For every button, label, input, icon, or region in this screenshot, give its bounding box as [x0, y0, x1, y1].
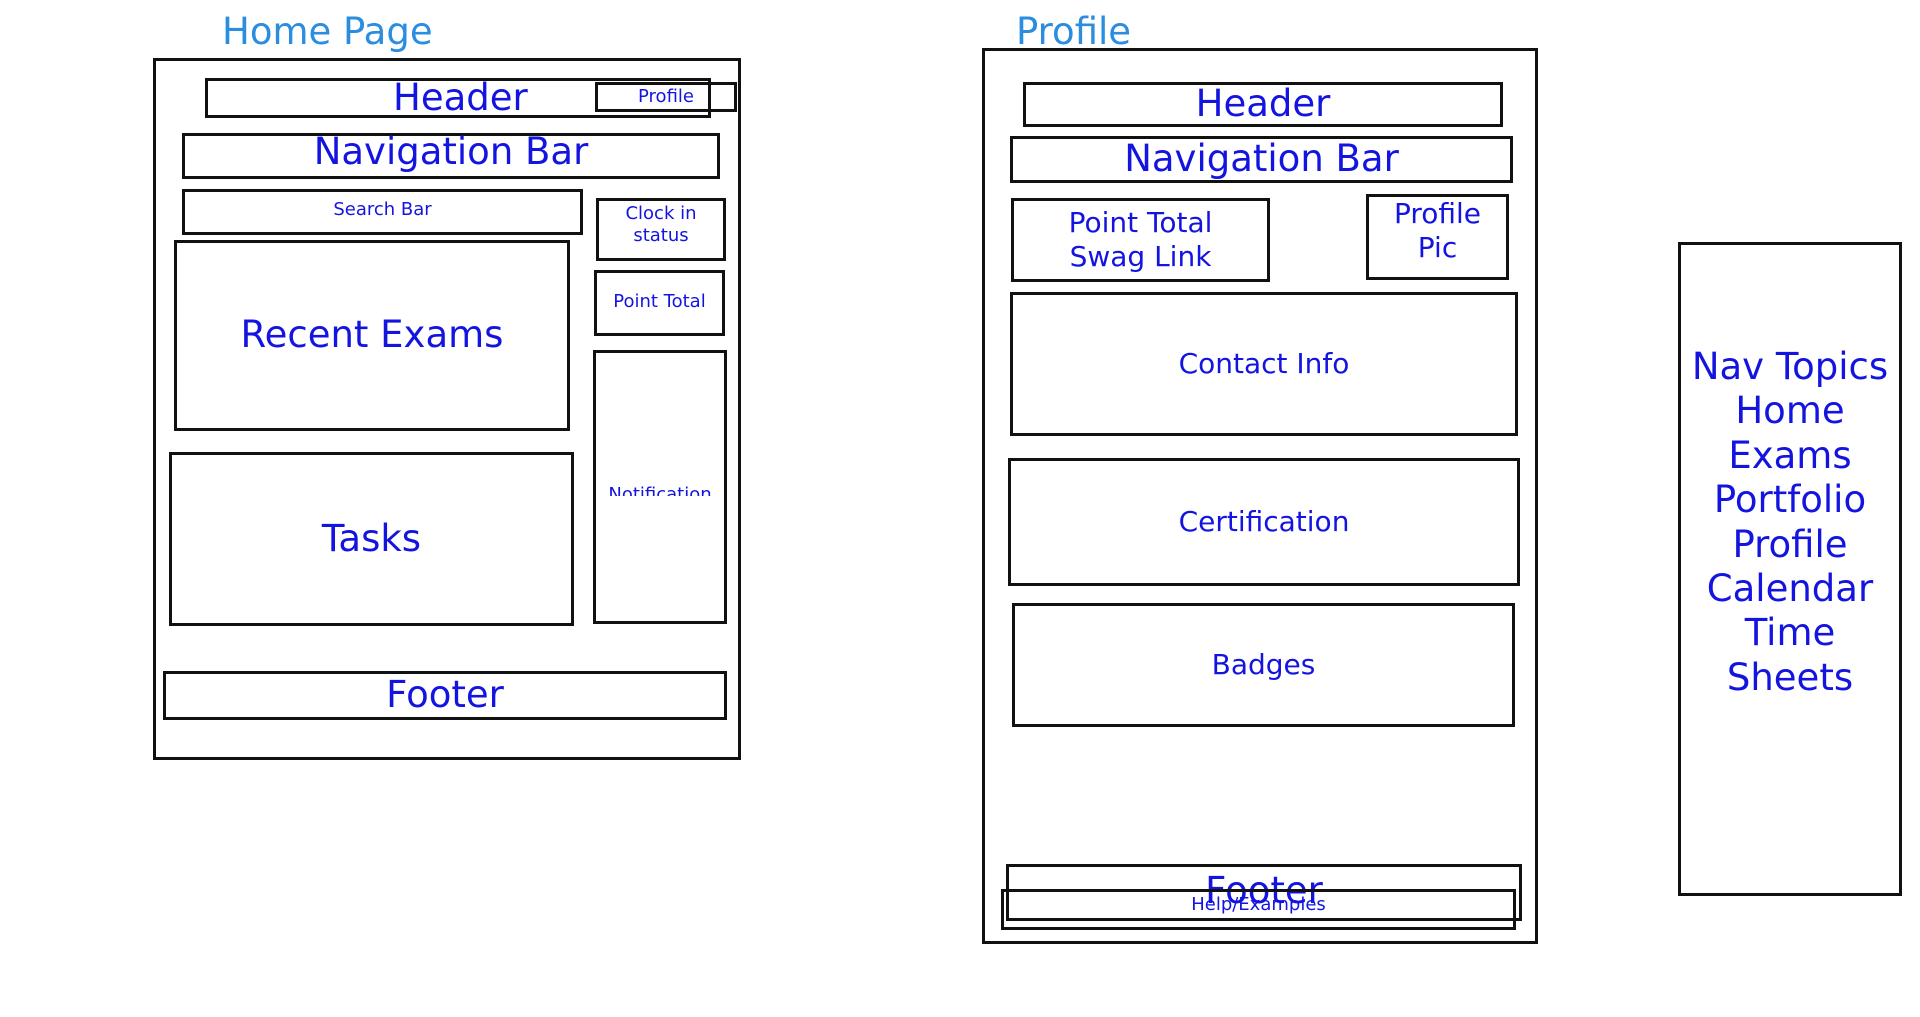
- nav-topic-profile: Profile: [1732, 522, 1848, 566]
- home-nav-bar-box: Navigation Bar: [182, 133, 720, 179]
- home-profile-box: Profile: [595, 82, 737, 112]
- nav-topic-home: Home: [1735, 389, 1845, 433]
- home-notification-box: Notification: [593, 350, 727, 624]
- profile-page-frame: [982, 48, 1538, 944]
- home-tasks-label: Tasks: [321, 516, 422, 560]
- profile-pic-label-line1: Profile: [1393, 197, 1482, 230]
- nav-topics-heading: Nav Topics: [1691, 345, 1889, 388]
- home-clock-in-status-box: Clock in status: [596, 198, 726, 261]
- home-notification-label: Notification: [608, 484, 712, 496]
- profile-pic-label-line2: Pic: [1417, 230, 1458, 264]
- home-clock-in-status-label: Clock in status: [625, 203, 697, 246]
- profile-contact-info-box: Contact Info: [1010, 292, 1518, 436]
- profile-badges-box: Badges: [1012, 603, 1515, 727]
- home-point-total-box: Point Total: [594, 270, 725, 336]
- profile-point-total-label: Point Total: [1068, 206, 1213, 240]
- nav-topic-portfolio: Portfolio: [1713, 478, 1867, 522]
- home-header-label: Header: [393, 75, 528, 119]
- profile-page-title: Profile: [1016, 10, 1132, 53]
- home-footer-label: Footer: [386, 673, 504, 717]
- home-search-bar-box: Search Bar: [182, 189, 583, 235]
- home-profile-label: Profile: [638, 86, 694, 107]
- home-nav-bar-label: Navigation Bar: [313, 130, 589, 173]
- home-recent-exams-label: Recent Exams: [240, 313, 504, 357]
- profile-swag-link-label: Swag Link: [1069, 240, 1212, 273]
- nav-topics-box: Nav Topics Home Exams Portfolio Profile …: [1678, 242, 1902, 896]
- nav-topic-calendar: Calendar: [1706, 566, 1874, 610]
- profile-badges-label: Badges: [1211, 648, 1316, 682]
- profile-header-box: Header: [1023, 82, 1503, 127]
- profile-nav-bar-label: Navigation Bar: [1124, 137, 1399, 181]
- home-header-box: Header: [205, 75, 711, 119]
- profile-point-total-box: Point Total Swag Link: [1011, 198, 1270, 282]
- home-page-frame: [153, 58, 741, 760]
- home-page-title: Home Page: [222, 10, 433, 53]
- nav-topic-exams: Exams: [1728, 433, 1852, 477]
- profile-nav-bar-box: Navigation Bar: [1010, 136, 1513, 183]
- profile-header-label: Header: [1195, 82, 1331, 126]
- profile-help-examples-box: Help/Examples: [1001, 889, 1516, 930]
- home-point-total-label: Point Total: [613, 291, 706, 312]
- home-footer-box: Footer: [163, 671, 727, 720]
- profile-contact-info-label: Contact Info: [1178, 347, 1350, 381]
- nav-topic-time: Time: [1744, 611, 1836, 655]
- home-recent-exams-box: Recent Exams: [174, 240, 570, 431]
- profile-help-examples-label: Help/Examples: [1191, 894, 1326, 915]
- profile-pic-box: Profile Pic: [1366, 194, 1509, 280]
- profile-certification-box: Certification: [1008, 458, 1520, 586]
- nav-topic-sheets: Sheets: [1726, 655, 1854, 699]
- home-tasks-box: Tasks: [169, 452, 574, 626]
- home-search-bar-label: Search Bar: [333, 199, 432, 220]
- profile-certification-label: Certification: [1178, 505, 1350, 539]
